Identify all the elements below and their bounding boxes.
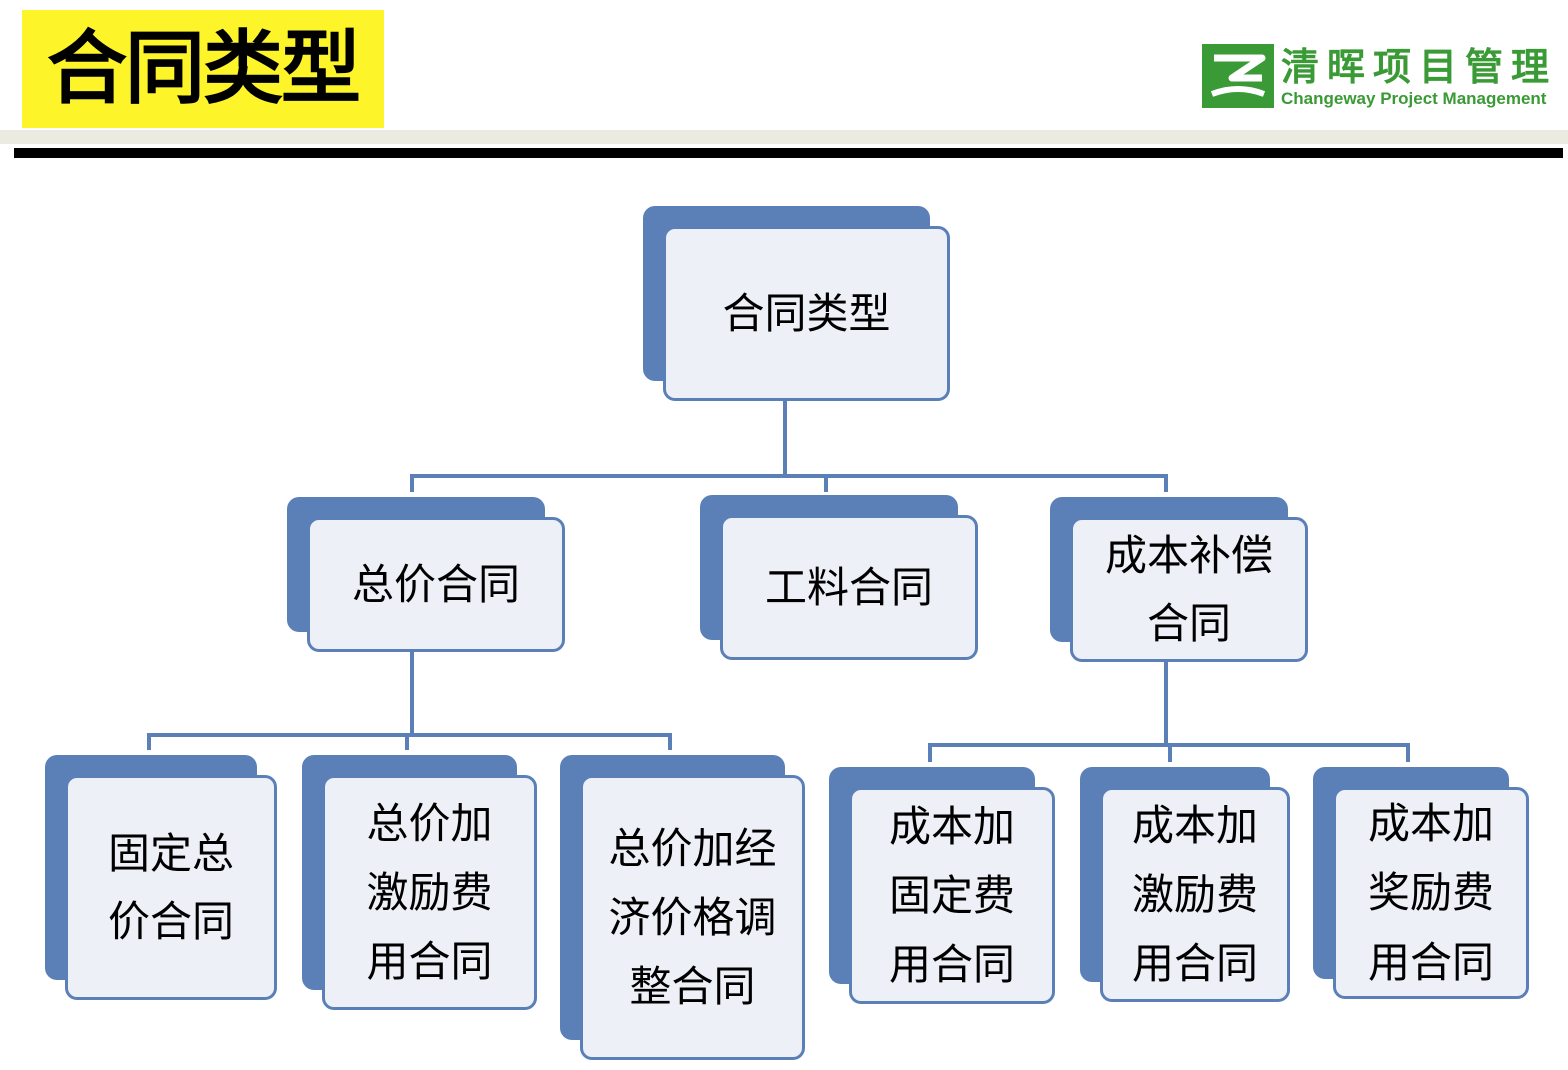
node-cost-plus-incentive-fee: 成本加激励费用合同: [1080, 767, 1290, 1002]
node-cost-plus-fixed-fee: 成本加固定费用合同: [829, 767, 1055, 1004]
node-fixed-price-incentive: 总价加激励费用合同: [302, 755, 537, 1010]
node-root: 合同类型: [643, 206, 950, 401]
node-cost-plus-fixed-fee-label: 成本加固定费用合同: [888, 801, 1015, 990]
node-root-label: 合同类型: [722, 289, 891, 338]
node-fixed-price-epa: 总价加经济价格调整合同: [560, 755, 805, 1060]
node-time-and-material: 工料合同: [700, 495, 978, 660]
node-cost-reimbursable: 成本补偿合同: [1050, 497, 1308, 662]
node-time-and-material-label: 工料合同: [764, 563, 933, 612]
title-highlight: [22, 10, 384, 128]
node-fixed-price: 总价合同: [287, 497, 565, 652]
logo-english-name: Changeway Project Management: [1281, 89, 1547, 108]
changeway-logo-icon: [1202, 44, 1274, 108]
node-fixed-price-label: 总价合同: [351, 560, 520, 609]
node-cost-plus-award-fee-label: 成本加奖励费用合同: [1367, 799, 1494, 987]
node-cost-reimbursable-label: 成本补偿合同: [1104, 531, 1273, 648]
node-firm-fixed-price: 固定总价合同: [45, 755, 277, 1000]
node-firm-fixed-price-label: 固定总价合同: [107, 829, 234, 946]
node-cost-plus-incentive-fee-label: 成本加激励费用合同: [1131, 800, 1258, 989]
node-fixed-price-incentive-label: 总价加激励费用合同: [366, 798, 493, 987]
page-title: 合同类型: [47, 22, 361, 115]
header-band: [0, 130, 1568, 144]
header-divider: [14, 148, 1563, 158]
connector-fixed-price-bus: [147, 733, 672, 750]
connector-level1-bus: [410, 474, 1168, 492]
node-fixed-price-epa-label: 总价加经济价格调整合同: [608, 823, 777, 1012]
node-cost-plus-award-fee: 成本加奖励费用合同: [1313, 767, 1529, 999]
logo-chinese-name: 清晖项目管理: [1281, 45, 1558, 89]
